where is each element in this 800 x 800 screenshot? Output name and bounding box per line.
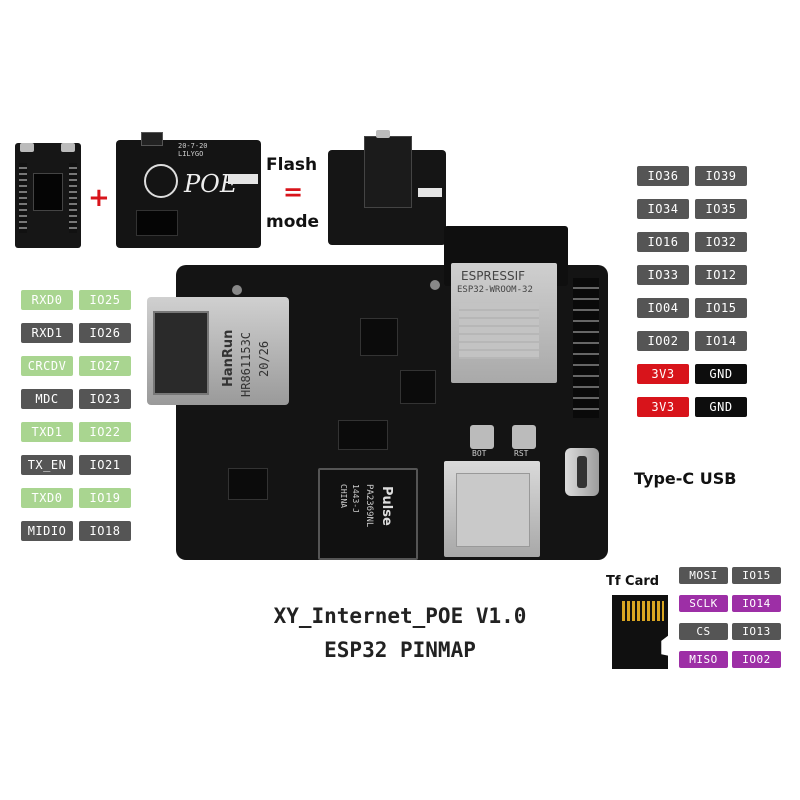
reset-button xyxy=(512,425,536,449)
reset-label: RST xyxy=(514,449,529,458)
board-brand: LILYGO xyxy=(178,150,204,158)
module-markings xyxy=(459,303,539,359)
rj45-jack: HanRun HR861153C 20/26 xyxy=(147,297,289,405)
poe-country: CHINA xyxy=(339,484,348,509)
left-pin-gpio: IO19 xyxy=(79,488,131,508)
left-pin-gpio: IO26 xyxy=(79,323,131,343)
plus-sign: + xyxy=(88,183,110,213)
right-pin-a: IO33 xyxy=(637,265,689,285)
tf-pin-gpio: IO13 xyxy=(732,623,781,640)
equals-sign: = xyxy=(283,178,304,206)
module-brand: ESPRESSIF xyxy=(461,269,526,283)
boot-button xyxy=(470,425,494,449)
adapter-chip xyxy=(136,210,178,236)
left-pin-gpio: IO23 xyxy=(79,389,131,409)
usb-c-port xyxy=(565,448,599,496)
programmer-chip xyxy=(33,173,63,211)
esp32-module: ESPRESSIF ESP32-WROOM-32 xyxy=(451,263,557,383)
boot-label: BOT xyxy=(472,449,487,458)
left-pin-function: TXD1 xyxy=(21,422,73,442)
left-pin-gpio: IO27 xyxy=(79,356,131,376)
poe-code: 1443-J xyxy=(351,484,360,513)
usb-connector xyxy=(141,132,163,146)
left-pin-function: MIDIO xyxy=(21,521,73,541)
header-pins xyxy=(19,163,27,233)
left-pin-gpio: IO22 xyxy=(79,422,131,442)
left-pin-gpio: IO21 xyxy=(79,455,131,475)
right-pin-b: IO12 xyxy=(695,265,747,285)
pinmap-subtitle: ESP32 PINMAP xyxy=(324,638,476,662)
left-pin-function: RXD1 xyxy=(21,323,73,343)
left-pin-function: TX_EN xyxy=(21,455,73,475)
board-title: XY_Internet_POE V1.0 xyxy=(273,604,527,628)
poe-part: PA2369NL xyxy=(364,484,374,528)
tf-pin-function: SCLK xyxy=(679,595,728,612)
board-hole xyxy=(232,285,242,295)
right-pin-b: IO15 xyxy=(695,298,747,318)
right-pin-b: IO32 xyxy=(695,232,747,252)
type-c-usb-label: Type-C USB xyxy=(634,469,737,488)
right-pin-a: 3V3 xyxy=(637,364,689,384)
pulse-brand: Pulse xyxy=(379,486,394,526)
rj45-part: HR861153C xyxy=(239,331,253,397)
pin-header-right xyxy=(573,278,599,418)
left-pin-function: RXD0 xyxy=(21,290,73,310)
header-pins xyxy=(69,163,77,233)
right-pin-b: GND xyxy=(695,397,747,417)
crystal xyxy=(228,468,268,500)
phy-chip xyxy=(360,318,398,356)
usb-c-slot xyxy=(577,456,587,488)
board-date: 20-7-20 xyxy=(178,142,208,150)
ic-small xyxy=(400,370,436,404)
tf-pin-gpio: IO14 xyxy=(732,595,781,612)
tf-pin-gpio: IO15 xyxy=(732,567,781,584)
tf-pin-function: MOSI xyxy=(679,567,728,584)
right-pin-b: GND xyxy=(695,364,747,384)
lilygo-logo xyxy=(144,164,178,198)
flash-word: Flash xyxy=(266,155,318,175)
mode-word: mode xyxy=(266,212,320,232)
right-pin-b: IO39 xyxy=(695,166,747,186)
sd-card-inner xyxy=(456,473,530,547)
poe-adapter-board: POE LILYGO 20-7-20 xyxy=(116,132,261,248)
board-hole xyxy=(430,280,440,290)
left-pin-function: MDC xyxy=(21,389,73,409)
rj45-date: 20/26 xyxy=(257,340,271,377)
right-pin-a: IO02 xyxy=(637,331,689,351)
tf-card-contacts xyxy=(622,601,664,621)
left-pin-gpio: IO25 xyxy=(79,290,131,310)
right-pin-a: IO34 xyxy=(637,199,689,219)
sd-card-slot xyxy=(444,461,540,557)
right-pin-b: IO35 xyxy=(695,199,747,219)
programmer-board xyxy=(15,143,81,248)
fpc-connector xyxy=(418,188,442,197)
combined-board xyxy=(328,130,446,245)
right-pin-a: IO04 xyxy=(637,298,689,318)
tf-pin-gpio: IO02 xyxy=(732,651,781,668)
left-pin-function: TXD0 xyxy=(21,488,73,508)
right-pin-a: 3V3 xyxy=(637,397,689,417)
module-name: ESP32-WROOM-32 xyxy=(457,285,533,295)
tf-pin-function: CS xyxy=(679,623,728,640)
left-pin-function: CRCDV xyxy=(21,356,73,376)
rj45-brand: HanRun xyxy=(221,329,236,387)
fpc-connector xyxy=(228,174,258,184)
usb-c-connector xyxy=(376,130,390,138)
tf-card-icon xyxy=(612,595,668,669)
tf-card-label: Tf Card xyxy=(606,574,660,589)
stacked-programmer xyxy=(364,136,412,208)
tf-pin-function: MISO xyxy=(679,651,728,668)
usb-c-connector xyxy=(61,143,75,152)
right-pin-a: IO36 xyxy=(637,166,689,186)
poe-transformer: Pulse PA2369NL 1443-J CHINA xyxy=(318,468,418,560)
usb-c-connector xyxy=(20,143,34,152)
left-pin-gpio: IO18 xyxy=(79,521,131,541)
right-pin-b: IO14 xyxy=(695,331,747,351)
rj45-port xyxy=(153,311,209,395)
regulator-chip xyxy=(338,420,388,450)
right-pin-a: IO16 xyxy=(637,232,689,252)
